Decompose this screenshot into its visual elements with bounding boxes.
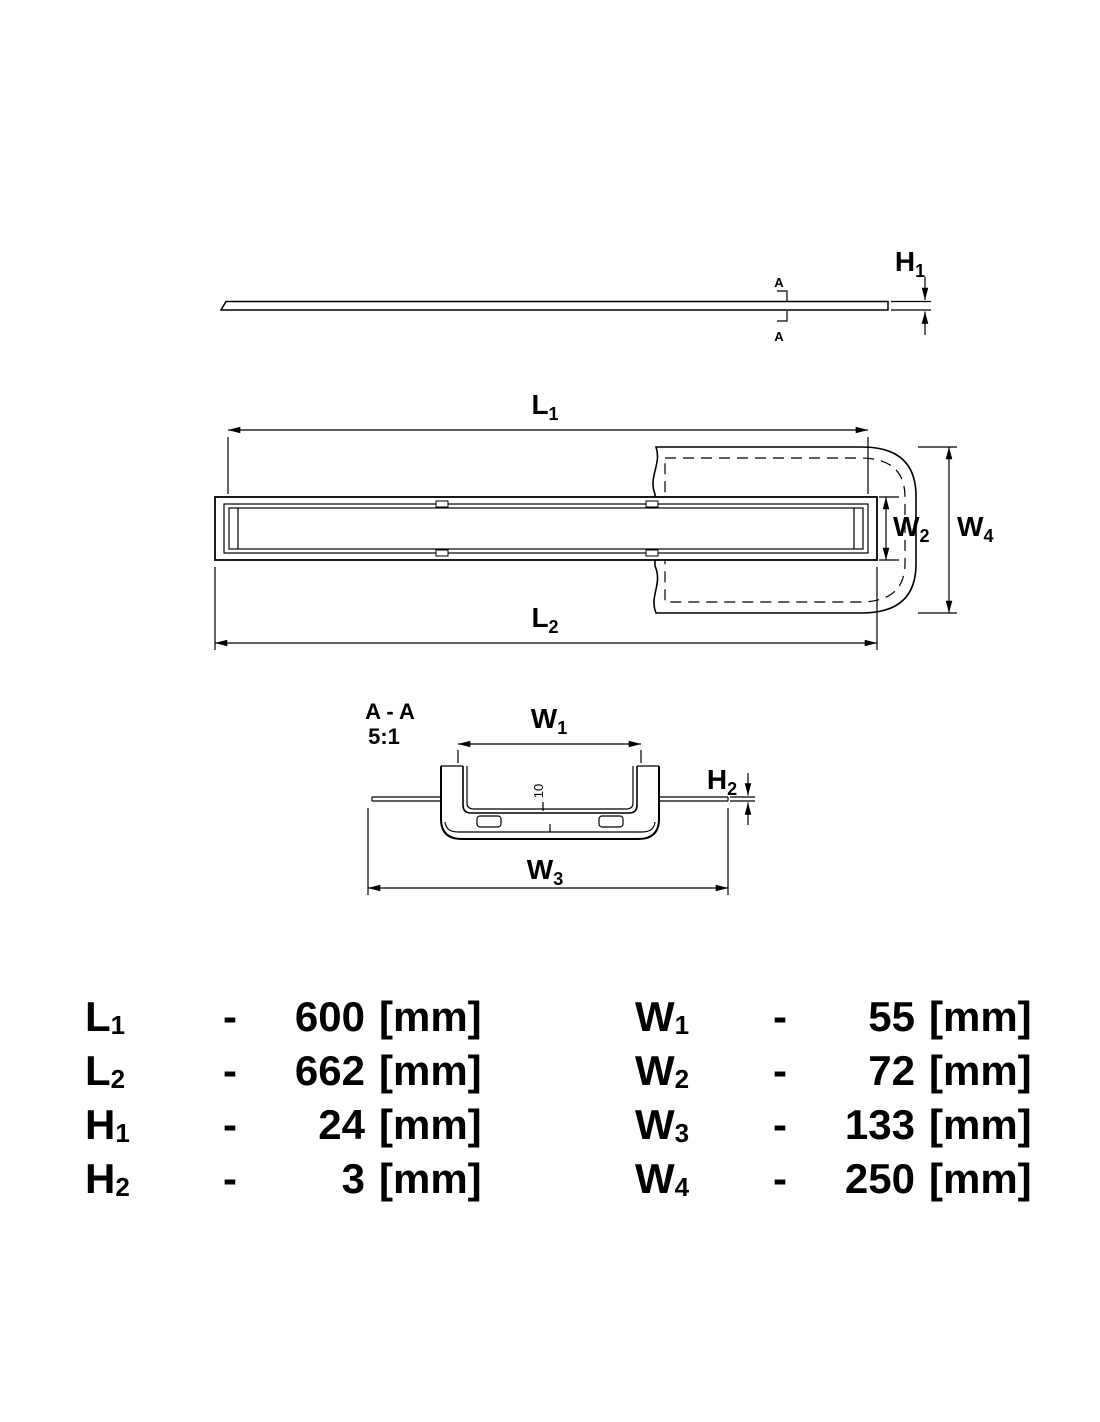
dim-unit: [mm] [929, 1101, 1032, 1148]
plan-view: L1 L2 W2 W4 [214, 389, 993, 650]
w3-label: W3 [527, 854, 563, 889]
dim-name: W4 [635, 1155, 690, 1203]
dim-unit: [mm] [929, 1047, 1032, 1094]
dash: - [773, 1101, 787, 1148]
dim-name: H2 [85, 1155, 130, 1203]
table-row: H1 - 24 [mm] [85, 1101, 500, 1149]
l2-dimension: L2 [214, 567, 878, 650]
section-scale: 5:1 [368, 724, 400, 749]
l1-dimension: L1 [227, 389, 869, 494]
dash: - [223, 1047, 237, 1094]
section-view: A - A 5:1 W1 [365, 699, 755, 895]
dash: - [773, 1047, 787, 1094]
dim-unit: [mm] [379, 1101, 482, 1148]
w1-dimension: W1 [457, 703, 642, 763]
flange-right [659, 796, 729, 802]
table-row: W4 - 250 [mm] [635, 1155, 1050, 1203]
drawing-canvas: A A H1 L1 [214, 246, 993, 895]
section-title: A - A [365, 699, 415, 724]
table-row: W2 - 72 [mm] [635, 1047, 1050, 1095]
clip-pocket-right [598, 815, 624, 828]
flange-left [371, 796, 441, 802]
table-row: L1 - 600 [mm] [85, 993, 500, 1041]
l1-label: L1 [531, 389, 558, 424]
dim-unit: [mm] [379, 1155, 482, 1202]
h1-dimension: H1 [891, 246, 931, 335]
side-view: A A H1 [219, 246, 931, 344]
dim-name: W2 [635, 1047, 690, 1095]
w3-dimension: W3 [367, 808, 729, 895]
table-row: H2 - 3 [mm] [85, 1155, 500, 1203]
section-cut-marker: A A [774, 275, 788, 344]
dim-value: 250 [844, 1155, 915, 1202]
dim-name: H1 [85, 1101, 130, 1149]
dim-name: W1 [635, 993, 690, 1041]
dim-unit: [mm] [379, 993, 482, 1040]
channel-cross-section: 10 [371, 765, 729, 840]
w2-dimension: W2 [879, 496, 929, 561]
dim-name: L1 [85, 993, 126, 1041]
inner-cavity [462, 766, 638, 814]
dim-unit: [mm] [929, 1155, 1032, 1202]
depth-label: 10 [531, 784, 546, 798]
cut-label-top: A [774, 275, 784, 290]
clip-pocket-left [476, 815, 502, 828]
grate-frame [223, 503, 869, 554]
channel-body [214, 496, 878, 561]
dimension-table-left-column: L1 - 600 [mm] L2 - 662 [mm] H1 - 24 [mm]… [85, 993, 500, 1203]
dash: - [223, 1101, 237, 1148]
dash: - [773, 1155, 787, 1202]
cavity-liner [466, 766, 634, 810]
table-row: W3 - 133 [mm] [635, 1101, 1050, 1149]
dim-value: 55 [868, 993, 915, 1040]
dim-value: 662 [294, 1047, 365, 1094]
grate-clips [435, 500, 659, 557]
dimension-table: L1 - 600 [mm] L2 - 662 [mm] H1 - 24 [mm]… [0, 995, 1100, 1225]
flange-hatch-line [664, 457, 906, 603]
table-row: W1 - 55 [mm] [635, 993, 1050, 1041]
dim-unit: [mm] [379, 1047, 482, 1094]
dim-value: 133 [844, 1101, 915, 1148]
h1-label: H1 [895, 246, 925, 281]
dim-value: 600 [294, 993, 365, 1040]
dimension-table-right-column: W1 - 55 [mm] W2 - 72 [mm] W3 - 133 [mm] … [635, 993, 1050, 1203]
w4-dimension: W4 [918, 446, 993, 614]
w4-label: W4 [957, 511, 993, 546]
cut-label-bottom: A [774, 329, 784, 344]
h2-label: H2 [707, 764, 737, 799]
dim-value: 3 [341, 1155, 365, 1202]
grate-insert [228, 507, 864, 550]
dim-value: 72 [868, 1047, 915, 1094]
l2-label: L2 [531, 602, 558, 637]
dim-value: 24 [318, 1101, 365, 1148]
dash: - [223, 1155, 237, 1202]
dim-name: W3 [635, 1101, 690, 1149]
h2-dimension: H2 [707, 764, 755, 825]
table-row: L2 - 662 [mm] [85, 1047, 500, 1095]
dim-unit: [mm] [929, 993, 1032, 1040]
w1-label: W1 [531, 703, 567, 738]
dim-name: L2 [85, 1047, 126, 1095]
w2-label: W2 [893, 511, 929, 546]
dash: - [773, 993, 787, 1040]
channel-profile [219, 300, 889, 311]
dash: - [223, 993, 237, 1040]
